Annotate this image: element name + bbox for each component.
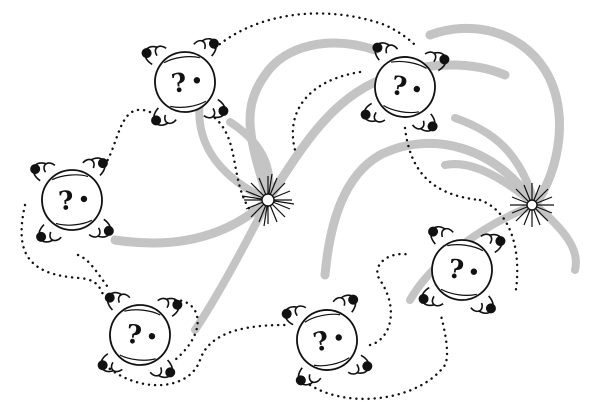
question-mark-icon: ? — [125, 320, 143, 351]
node-5: ? — [281, 293, 374, 387]
connector-path — [293, 72, 360, 150]
connector-path — [78, 255, 110, 290]
node-3: ? — [30, 157, 115, 243]
swirl-arm — [325, 143, 535, 275]
node-1: ? — [141, 37, 229, 126]
connector-path — [105, 110, 150, 165]
question-mark-icon: ? — [57, 186, 75, 217]
node-6: ? — [418, 225, 506, 314]
starburst-icon — [510, 183, 554, 227]
node-4: ? — [97, 292, 183, 379]
burst-2 — [510, 183, 554, 227]
connector-path — [370, 254, 410, 345]
swirl-arm — [195, 200, 268, 330]
